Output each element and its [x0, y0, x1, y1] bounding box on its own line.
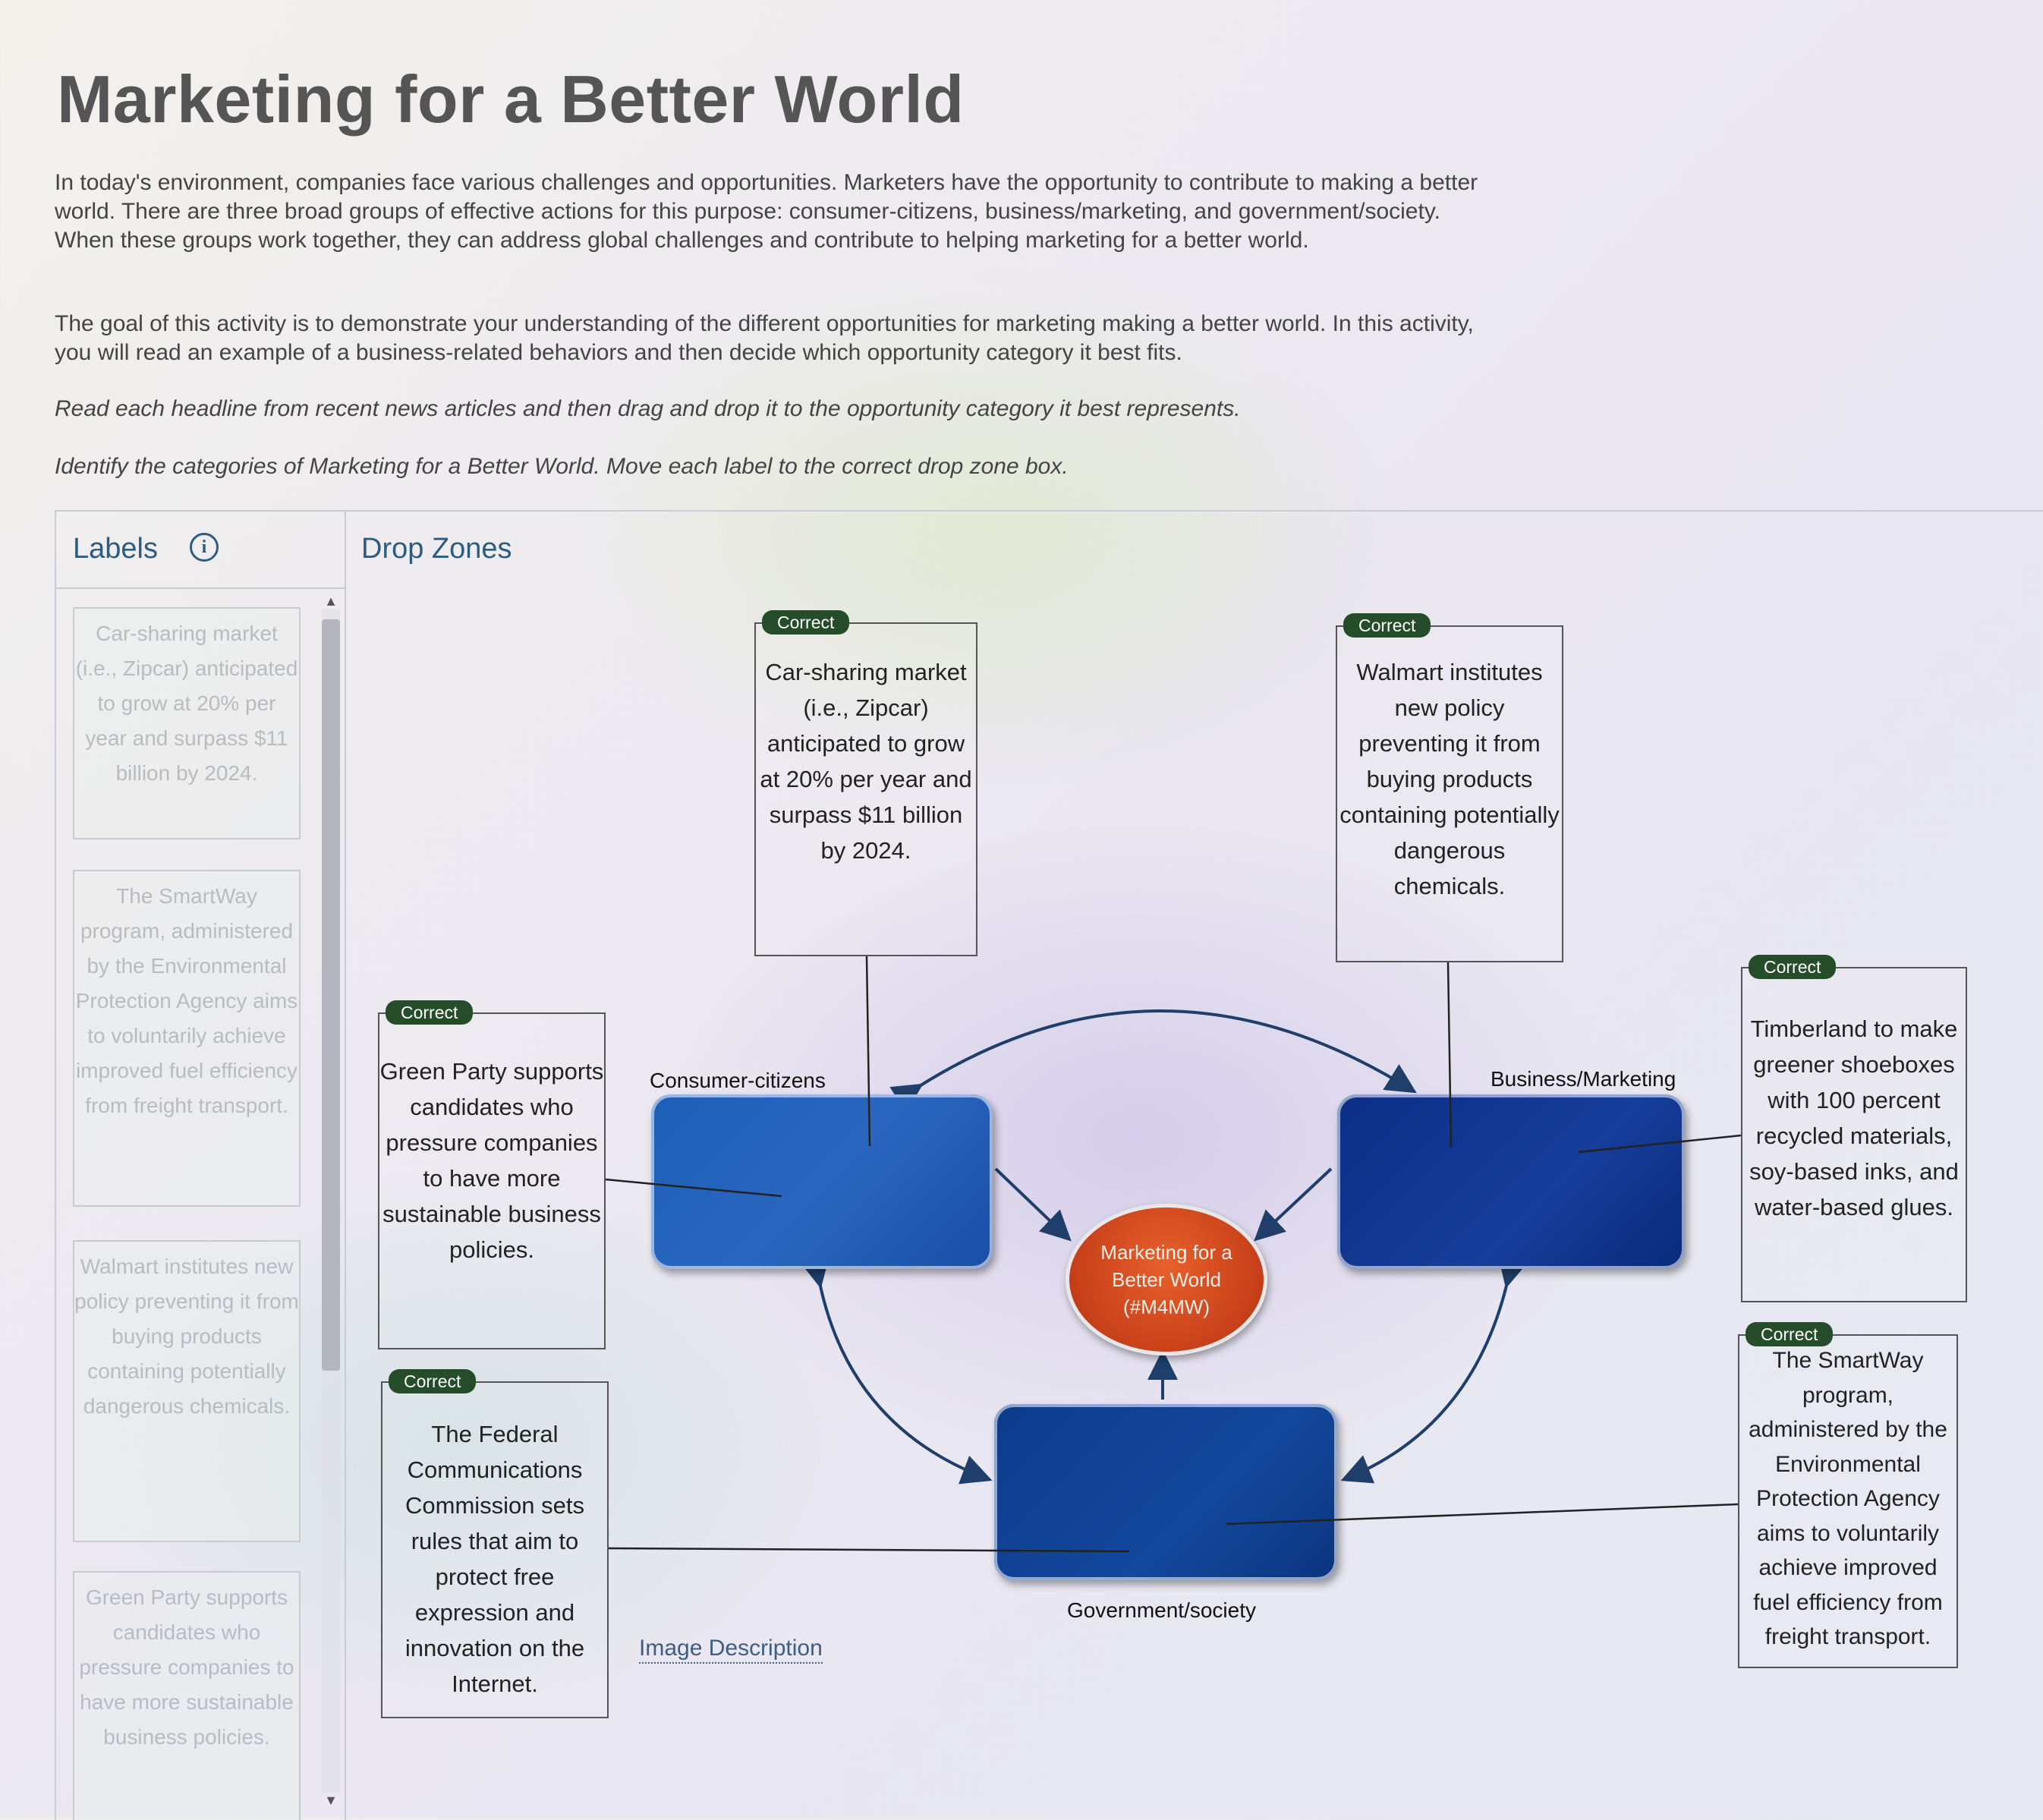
label-item[interactable]: The SmartWay program, administered by th… [73, 870, 301, 1207]
placed-label-timberland[interactable]: Correct Timberland to make greener shoeb… [1741, 955, 1967, 1302]
drop-zones-title: Drop Zones [361, 533, 512, 565]
label-item[interactable]: Green Party supports candidates who pres… [73, 1571, 301, 1820]
identify-paragraph: Identify the categories of Marketing for… [55, 454, 1069, 479]
placed-label-text: Walmart institutes new policy preventing… [1339, 659, 1560, 899]
business-marketing-label: Business/Marketing [1491, 1067, 1676, 1091]
consumer-citizens-label: Consumer-citizens [650, 1069, 826, 1092]
info-icon[interactable]: i [190, 533, 219, 562]
hub-marketing-better-world: Marketing for a Better World (#M4MW) [1066, 1204, 1267, 1356]
placed-label-text: The Federal Communications Commission se… [405, 1421, 585, 1697]
label-item[interactable]: Car-sharing market (i.e., Zipcar) antici… [73, 607, 301, 839]
correct-badge: Correct [1343, 613, 1431, 638]
correct-badge: Correct [1749, 955, 1837, 979]
intro-paragraph: In today's environment, companies face v… [55, 170, 1478, 253]
scroll-down-icon[interactable]: ▼ [324, 1793, 338, 1808]
placed-label-green-party[interactable]: Correct Green Party supports candidates … [378, 1000, 606, 1349]
image-description-link[interactable]: Image Description [639, 1635, 823, 1664]
correct-badge: Correct [389, 1369, 477, 1393]
labels-list: Car-sharing market (i.e., Zipcar) antici… [56, 589, 346, 1820]
placed-label-fcc[interactable]: Correct The Federal Communications Commi… [381, 1369, 609, 1718]
placed-label-carshare[interactable]: Correct Car-sharing market (i.e., Zipcar… [754, 610, 977, 956]
scroll-up-icon[interactable]: ▲ [324, 594, 338, 609]
drop-zone-government-society[interactable] [994, 1404, 1337, 1580]
placed-label-text: Green Party supports candidates who pres… [379, 1058, 604, 1263]
drag-drop-activity: Labels i Drop Zones Car-sharing market (… [55, 510, 2043, 1820]
scrollbar-thumb[interactable] [322, 619, 340, 1371]
placed-label-text: The SmartWay program, administered by th… [1749, 1348, 1947, 1649]
labels-header: Labels i [56, 512, 346, 589]
page-title: Marketing for a Better World [57, 61, 965, 137]
drop-zone-consumer-citizens[interactable] [651, 1094, 993, 1269]
correct-badge: Correct [762, 610, 850, 634]
placed-label-text: Timberland to make greener shoeboxes wit… [1749, 1015, 1959, 1220]
correct-badge: Correct [1746, 1322, 1834, 1346]
placed-label-text: Car-sharing market (i.e., Zipcar) antici… [760, 659, 972, 864]
instruction-paragraph: Read each headline from recent news arti… [55, 396, 1241, 421]
placed-label-walmart[interactable]: Correct Walmart institutes new policy pr… [1336, 613, 1563, 962]
goal-paragraph: The goal of this activity is to demonstr… [55, 311, 1474, 365]
government-society-label: Government/society [1067, 1598, 1256, 1622]
correct-badge: Correct [386, 1000, 474, 1025]
label-item[interactable]: Walmart institutes new policy preventing… [73, 1240, 301, 1542]
labels-title: Labels [73, 533, 158, 565]
drop-zone-business-marketing[interactable] [1337, 1094, 1685, 1269]
placed-label-smartway[interactable]: Correct The SmartWay program, administer… [1738, 1322, 1958, 1668]
hub-label: Marketing for a Better World (#M4MW) [1100, 1241, 1232, 1318]
